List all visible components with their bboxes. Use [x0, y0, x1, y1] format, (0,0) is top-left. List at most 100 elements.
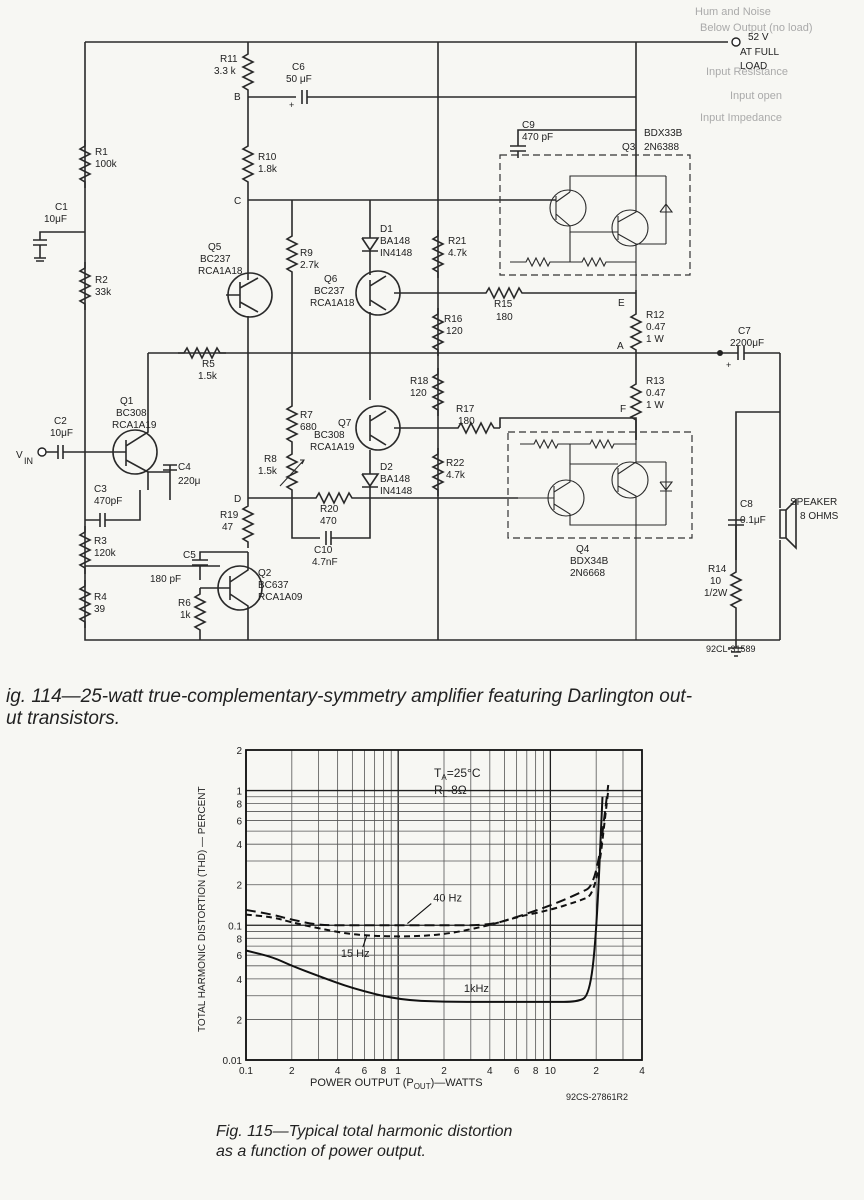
- q3-part-1: BDX33B: [644, 128, 683, 139]
- series-line-0: [245, 784, 610, 927]
- r4-value: 39: [94, 604, 106, 615]
- y-tick-label: 2: [236, 1015, 242, 1026]
- resistor-r12: [630, 307, 642, 357]
- fig114-caption-line1: ig. 114—25-watt true-complementary-symme…: [6, 686, 693, 707]
- fig114-ref-code: 92CL-31589: [706, 644, 756, 654]
- r12-value: 0.47: [646, 322, 666, 333]
- x-axis-label-main: POWER OUTPUT (P: [310, 1077, 414, 1089]
- r2-label: R2: [95, 275, 108, 286]
- c1-label: C1: [55, 202, 68, 213]
- resistor-r7: [286, 399, 298, 449]
- q6-part-2: RCA1A18: [310, 298, 355, 309]
- y-axis-label: TOTAL HARMONIC DISTORTION (THD) — PERCEN…: [197, 786, 208, 1032]
- q6-part-1: BC237: [314, 286, 345, 297]
- c5-value: 180 pF: [150, 574, 181, 585]
- series-label-1: 15 Hz: [341, 948, 370, 960]
- x-tick-label: 6: [514, 1066, 520, 1077]
- q6-label: Q6: [324, 274, 338, 285]
- r13-rating: 1 W: [646, 400, 664, 411]
- y-tick-label: 0.01: [223, 1056, 243, 1067]
- resistor-r11: [242, 47, 254, 97]
- resistor-r8: [286, 447, 298, 497]
- r5-label: R5: [202, 359, 215, 370]
- c4-value: 220μ: [178, 476, 201, 487]
- y-tick-label: 0.1: [228, 921, 242, 932]
- r11-label: R11: [220, 54, 238, 65]
- x-tick-label: 2: [593, 1066, 599, 1077]
- fig115-caption: Fig. 115—Typical total harmonic distorti…: [216, 1122, 696, 1162]
- r15-label: R15: [494, 299, 513, 310]
- r20-label: R20: [320, 504, 339, 515]
- transistor-q7: [355, 405, 401, 451]
- c3-label: C3: [94, 484, 107, 495]
- c5-label: C5: [183, 550, 196, 561]
- d2-part-1: BA148: [380, 474, 410, 485]
- plot-frame: [245, 749, 643, 1061]
- y-tick-label: 6: [236, 816, 242, 827]
- d1-part-2: IN4148: [380, 248, 413, 259]
- r15-value: 180: [496, 312, 513, 323]
- r14-value: 10: [710, 576, 722, 587]
- r12-rating: 1 W: [646, 334, 664, 345]
- c9-label: C9: [522, 120, 535, 131]
- svg-text:+: +: [289, 100, 294, 110]
- ann-ta: T: [434, 766, 442, 780]
- r3-label: R3: [94, 536, 107, 547]
- ann-ta-val: =25°C: [447, 766, 481, 780]
- r8-label: R8: [264, 454, 277, 465]
- r13-value: 0.47: [646, 388, 666, 399]
- r21-label: R21: [448, 236, 467, 247]
- ann-ta-sub: A: [441, 773, 447, 782]
- q1-label: Q1: [120, 396, 134, 407]
- x-tick-label: 1: [395, 1066, 401, 1077]
- r5-value: 1.5k: [198, 371, 218, 382]
- c7-label: C7: [738, 326, 751, 337]
- resistor-r19: [242, 499, 254, 549]
- annotation-load: RL-8Ω: [434, 783, 467, 799]
- input-label: V: [16, 450, 23, 461]
- speaker-impedance: 8 OHMS: [800, 511, 839, 522]
- c1-value: 10μF: [44, 214, 67, 225]
- r14-label: R14: [708, 564, 727, 575]
- transistor-q6: [355, 270, 401, 316]
- y-tick-label: 4: [236, 975, 242, 986]
- r8-value: 1.5k: [258, 466, 278, 477]
- q2-part-1: BC637: [258, 580, 289, 591]
- q2-part-2: RCA1A09: [258, 592, 303, 603]
- x-tick-label: 8: [533, 1066, 539, 1077]
- c8-label: C8: [740, 499, 753, 510]
- r20-value: 470: [320, 516, 337, 527]
- y-tick-label: 2: [236, 881, 242, 892]
- x-tick-label: 6: [362, 1066, 368, 1077]
- q4-part-1: BDX34B: [570, 556, 609, 567]
- resistor-r9: [286, 229, 298, 279]
- node-d: D: [234, 494, 241, 505]
- fig115-caption-line1: Fig. 115—Typical total harmonic distorti…: [216, 1123, 513, 1140]
- x-axis-label-sub: OUT: [414, 1082, 431, 1091]
- y-tick-label: 1: [236, 787, 242, 798]
- c10-label: C10: [314, 545, 333, 556]
- r18-value: 120: [410, 388, 427, 399]
- r6-value: 1k: [180, 610, 192, 621]
- c4-label: C4: [178, 462, 191, 473]
- fig115-ref-code: 92CS-27861R2: [566, 1092, 628, 1102]
- series-line-2: [245, 796, 604, 1003]
- series-leader-0: [407, 903, 432, 924]
- supply-note-2: LOAD: [740, 61, 767, 72]
- series-label-0: 40 Hz: [433, 893, 462, 905]
- r9-value: 2.7k: [300, 260, 320, 271]
- supply-note-1: AT FULL: [740, 47, 780, 58]
- q5-part-2: RCA1A18: [198, 266, 243, 277]
- resistor-r10: [242, 139, 254, 189]
- r7-value: 680: [300, 422, 317, 433]
- q4-label: Q4: [576, 544, 590, 555]
- y-tick-label: 2: [236, 746, 242, 757]
- speaker-label: SPEAKER: [790, 497, 837, 508]
- r11-value: 3.3 k: [214, 66, 237, 77]
- r22-value: 4.7k: [446, 470, 466, 481]
- x-axis-label-tail: )—WATTS: [431, 1077, 483, 1089]
